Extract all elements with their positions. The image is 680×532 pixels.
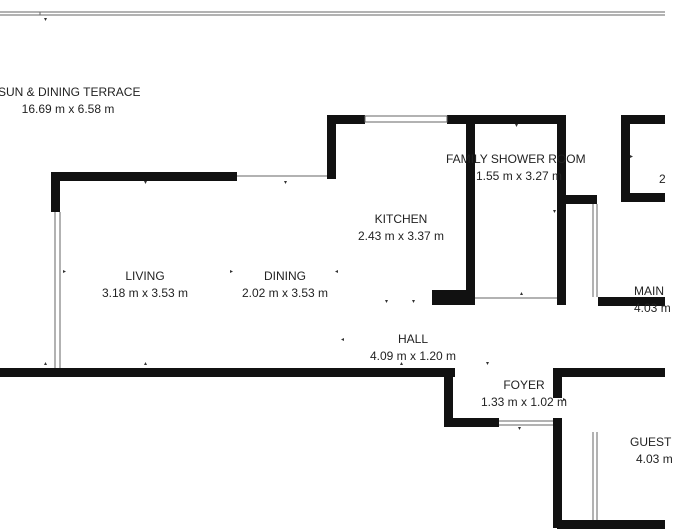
terrace-boundary [0,11,665,16]
room-name: FAMILY SHOWER ROOM [446,152,586,166]
room-size: 3.18 m x 3.53 m [101,286,189,300]
room-name: GUEST [630,435,672,449]
room-size: 2.02 m x 3.53 m [241,286,329,300]
floor-plan [0,11,665,529]
room-label-main: MAIN 4.03 m [634,283,674,317]
room-label-shower: FAMILY SHOWER ROOM 1.55 m x 3.27 m [446,151,586,185]
room-size: 1.55 m x 3.27 m [476,169,563,183]
dimension-markers [44,18,633,430]
openings [54,115,598,520]
room-size: 2.43 m x 3.37 m [357,229,445,243]
room-name: FOYER [503,378,545,392]
room-label-foyer: FOYER 1.33 m x 1.02 m [469,377,579,411]
room-label-guest: GUEST 4.03 m [630,434,680,468]
room-size: 2 [659,172,666,186]
room-name: HALL [397,332,429,346]
room-label-living: LIVING 3.18 m x 3.53 m [90,268,200,302]
room-size: 4.03 m [636,452,673,466]
room-size: 1.33 m x 1.02 m [480,395,568,409]
room-name: LIVING [125,269,165,283]
room-label-dining: DINING 2.02 m x 3.53 m [230,268,340,302]
room-label-right: 2 [659,171,669,188]
room-label-hall: HALL 4.09 m x 1.20 m [358,331,468,365]
room-name: MAIN [634,284,664,298]
room-name: KITCHEN [374,212,428,226]
room-size: 4.03 m [634,301,671,315]
room-label-kitchen: KITCHEN 2.43 m x 3.37 m [346,211,456,245]
room-name: DINING [264,269,306,283]
walls [0,115,665,529]
room-name: SUN & DINING TERRACE [0,85,141,99]
room-size: 16.69 m x 6.58 m [21,102,115,116]
room-label-terrace: SUN & DINING TERRACE 16.69 m x 6.58 m [0,84,141,118]
room-size: 4.09 m x 1.20 m [369,349,457,363]
